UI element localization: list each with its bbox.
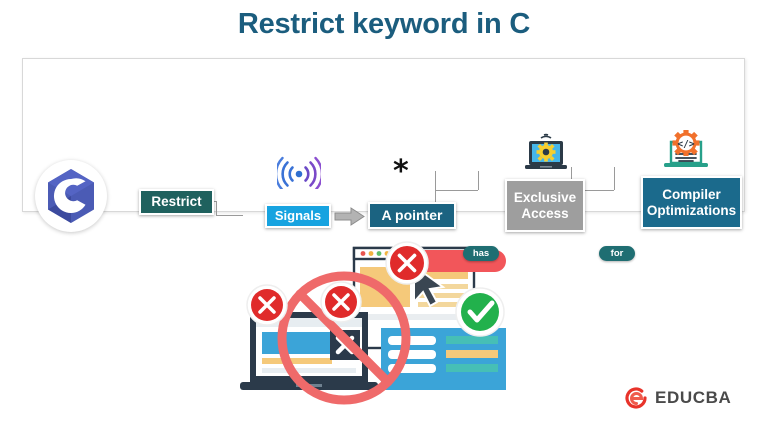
connector-has-h xyxy=(435,190,478,191)
node-exclusive-access[interactable]: Exclusive Access xyxy=(505,179,585,232)
prohibition-sign xyxy=(277,271,411,405)
node-restrict[interactable]: Restrict xyxy=(139,189,214,215)
connector-restrict-signals-h2 xyxy=(216,215,243,216)
node-restrict-label: Restrict xyxy=(151,194,202,210)
error-badge xyxy=(246,284,288,326)
svg-text:</>: </> xyxy=(677,139,694,150)
connector-has-right-v xyxy=(478,171,479,190)
connector-label-for-text: for xyxy=(610,248,624,259)
success-check-badge xyxy=(455,287,505,337)
error-badge xyxy=(320,281,362,323)
connector-for-right-v xyxy=(614,167,615,190)
restricted-access-illustration xyxy=(236,240,546,405)
node-signals[interactable]: Signals xyxy=(265,204,331,228)
node-exclusive-access-line2: Access xyxy=(521,205,569,221)
page-title: Restrict keyword in C xyxy=(237,8,531,40)
node-signals-label: Signals xyxy=(274,207,322,223)
connector-pointer-down xyxy=(435,171,436,207)
pointer-asterisk-symbol: * xyxy=(393,154,409,189)
error-badge xyxy=(385,241,429,285)
node-exclusive-access-line1: Exclusive xyxy=(513,190,577,206)
educba-brand-text: EDUCBA xyxy=(655,388,732,407)
educba-mark-icon xyxy=(625,387,647,409)
wifi-signal-icon xyxy=(274,156,324,194)
connector-label-has: has xyxy=(463,246,499,261)
node-compiler-optimizations[interactable]: Compiler Optimizations xyxy=(641,176,742,229)
node-a-pointer-label: A pointer xyxy=(381,206,443,223)
laptop-gear-icon xyxy=(522,133,570,182)
diagram-panel: Restrict Signals xyxy=(22,58,745,261)
laptop-code-gear-icon: </> xyxy=(660,129,712,180)
connector-has-left-v xyxy=(435,190,436,208)
c-language-logo xyxy=(35,160,107,232)
node-compiler-optimizations-line1: Compiler xyxy=(662,187,721,203)
connector-for-h xyxy=(571,190,614,191)
connector-label-has-text: has xyxy=(472,248,490,259)
arrow-right-icon xyxy=(334,207,366,231)
node-compiler-optimizations-line2: Optimizations xyxy=(646,202,737,218)
node-a-pointer[interactable]: A pointer xyxy=(368,202,456,229)
connector-label-for: for xyxy=(599,246,635,261)
connector-restrict-signals-v xyxy=(216,201,217,216)
educba-logo: EDUCBA xyxy=(624,386,731,410)
connector-exclusive-right-v xyxy=(571,167,572,190)
